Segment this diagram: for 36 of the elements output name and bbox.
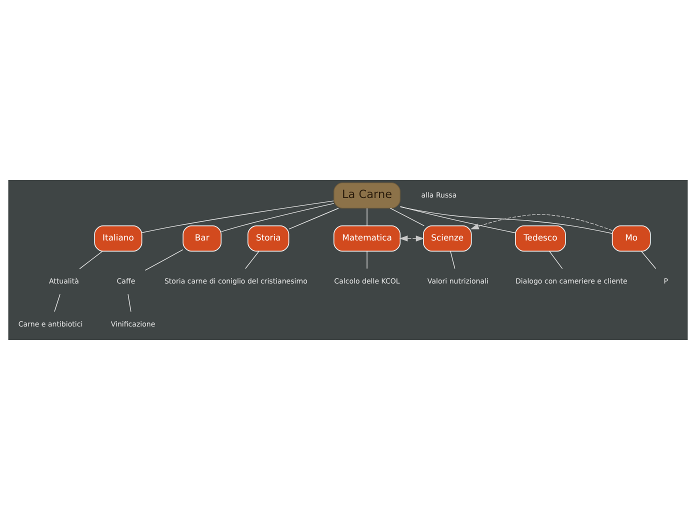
connector <box>400 206 613 234</box>
connector <box>366 208 368 226</box>
connector <box>549 250 563 269</box>
connector <box>220 203 334 232</box>
node-text: Valori nutrizionali <box>427 276 488 286</box>
node-box: Matematica <box>333 225 401 252</box>
node-text: Calcolo delle KCOL <box>334 276 400 286</box>
node-box: Italiano <box>94 225 142 252</box>
node-text: Caffe <box>116 276 136 286</box>
arrow <box>470 214 613 231</box>
connector <box>144 249 184 271</box>
connector <box>142 200 334 233</box>
node-text: Vinificazione <box>110 319 156 328</box>
connector <box>54 294 60 312</box>
node-text: Carne e antibiotici <box>18 319 83 328</box>
connector <box>79 250 103 270</box>
connector <box>288 208 339 230</box>
connector <box>245 250 260 269</box>
node-box: Bar <box>182 225 222 252</box>
connector <box>450 250 456 269</box>
arrow <box>399 236 424 242</box>
connector <box>640 250 656 269</box>
node-text: Storia carne di coniglio del cristianesimo <box>164 276 308 286</box>
node-box: Tedesco <box>514 225 566 252</box>
node-box: Scienze <box>423 225 472 252</box>
node-box: La Carne <box>334 182 401 209</box>
node-text: Attualità <box>48 276 79 286</box>
connector <box>400 206 516 234</box>
connector <box>128 294 132 312</box>
node-box: Storia <box>247 225 290 252</box>
node-text: P <box>664 276 668 286</box>
node-text: alla Russa <box>421 190 457 200</box>
connector <box>366 250 368 269</box>
connector <box>390 208 425 226</box>
node-text: Dialogo con cameriere e cliente <box>516 276 628 286</box>
node-box: Mo <box>612 225 651 252</box>
